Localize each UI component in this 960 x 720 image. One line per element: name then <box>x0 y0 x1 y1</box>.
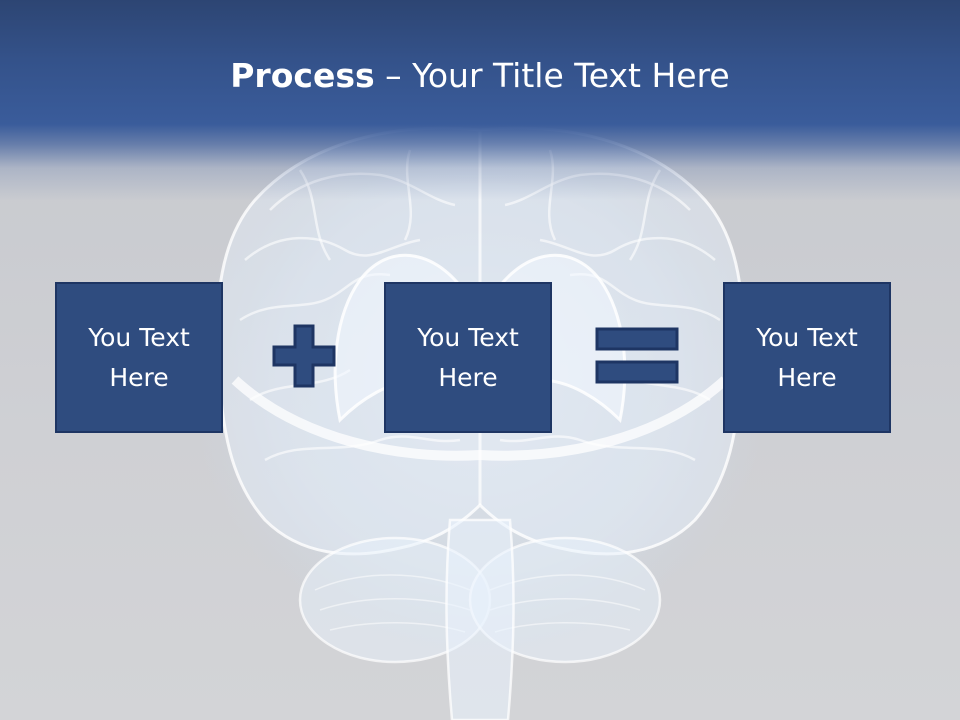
title-bold: Process <box>230 56 375 95</box>
title-banner <box>0 0 960 200</box>
equals-icon <box>595 327 679 384</box>
title-rest: – Your Title Text Here <box>374 56 730 95</box>
slide-title: Process – Your Title Text Here <box>0 54 960 98</box>
plus-icon <box>272 324 336 388</box>
